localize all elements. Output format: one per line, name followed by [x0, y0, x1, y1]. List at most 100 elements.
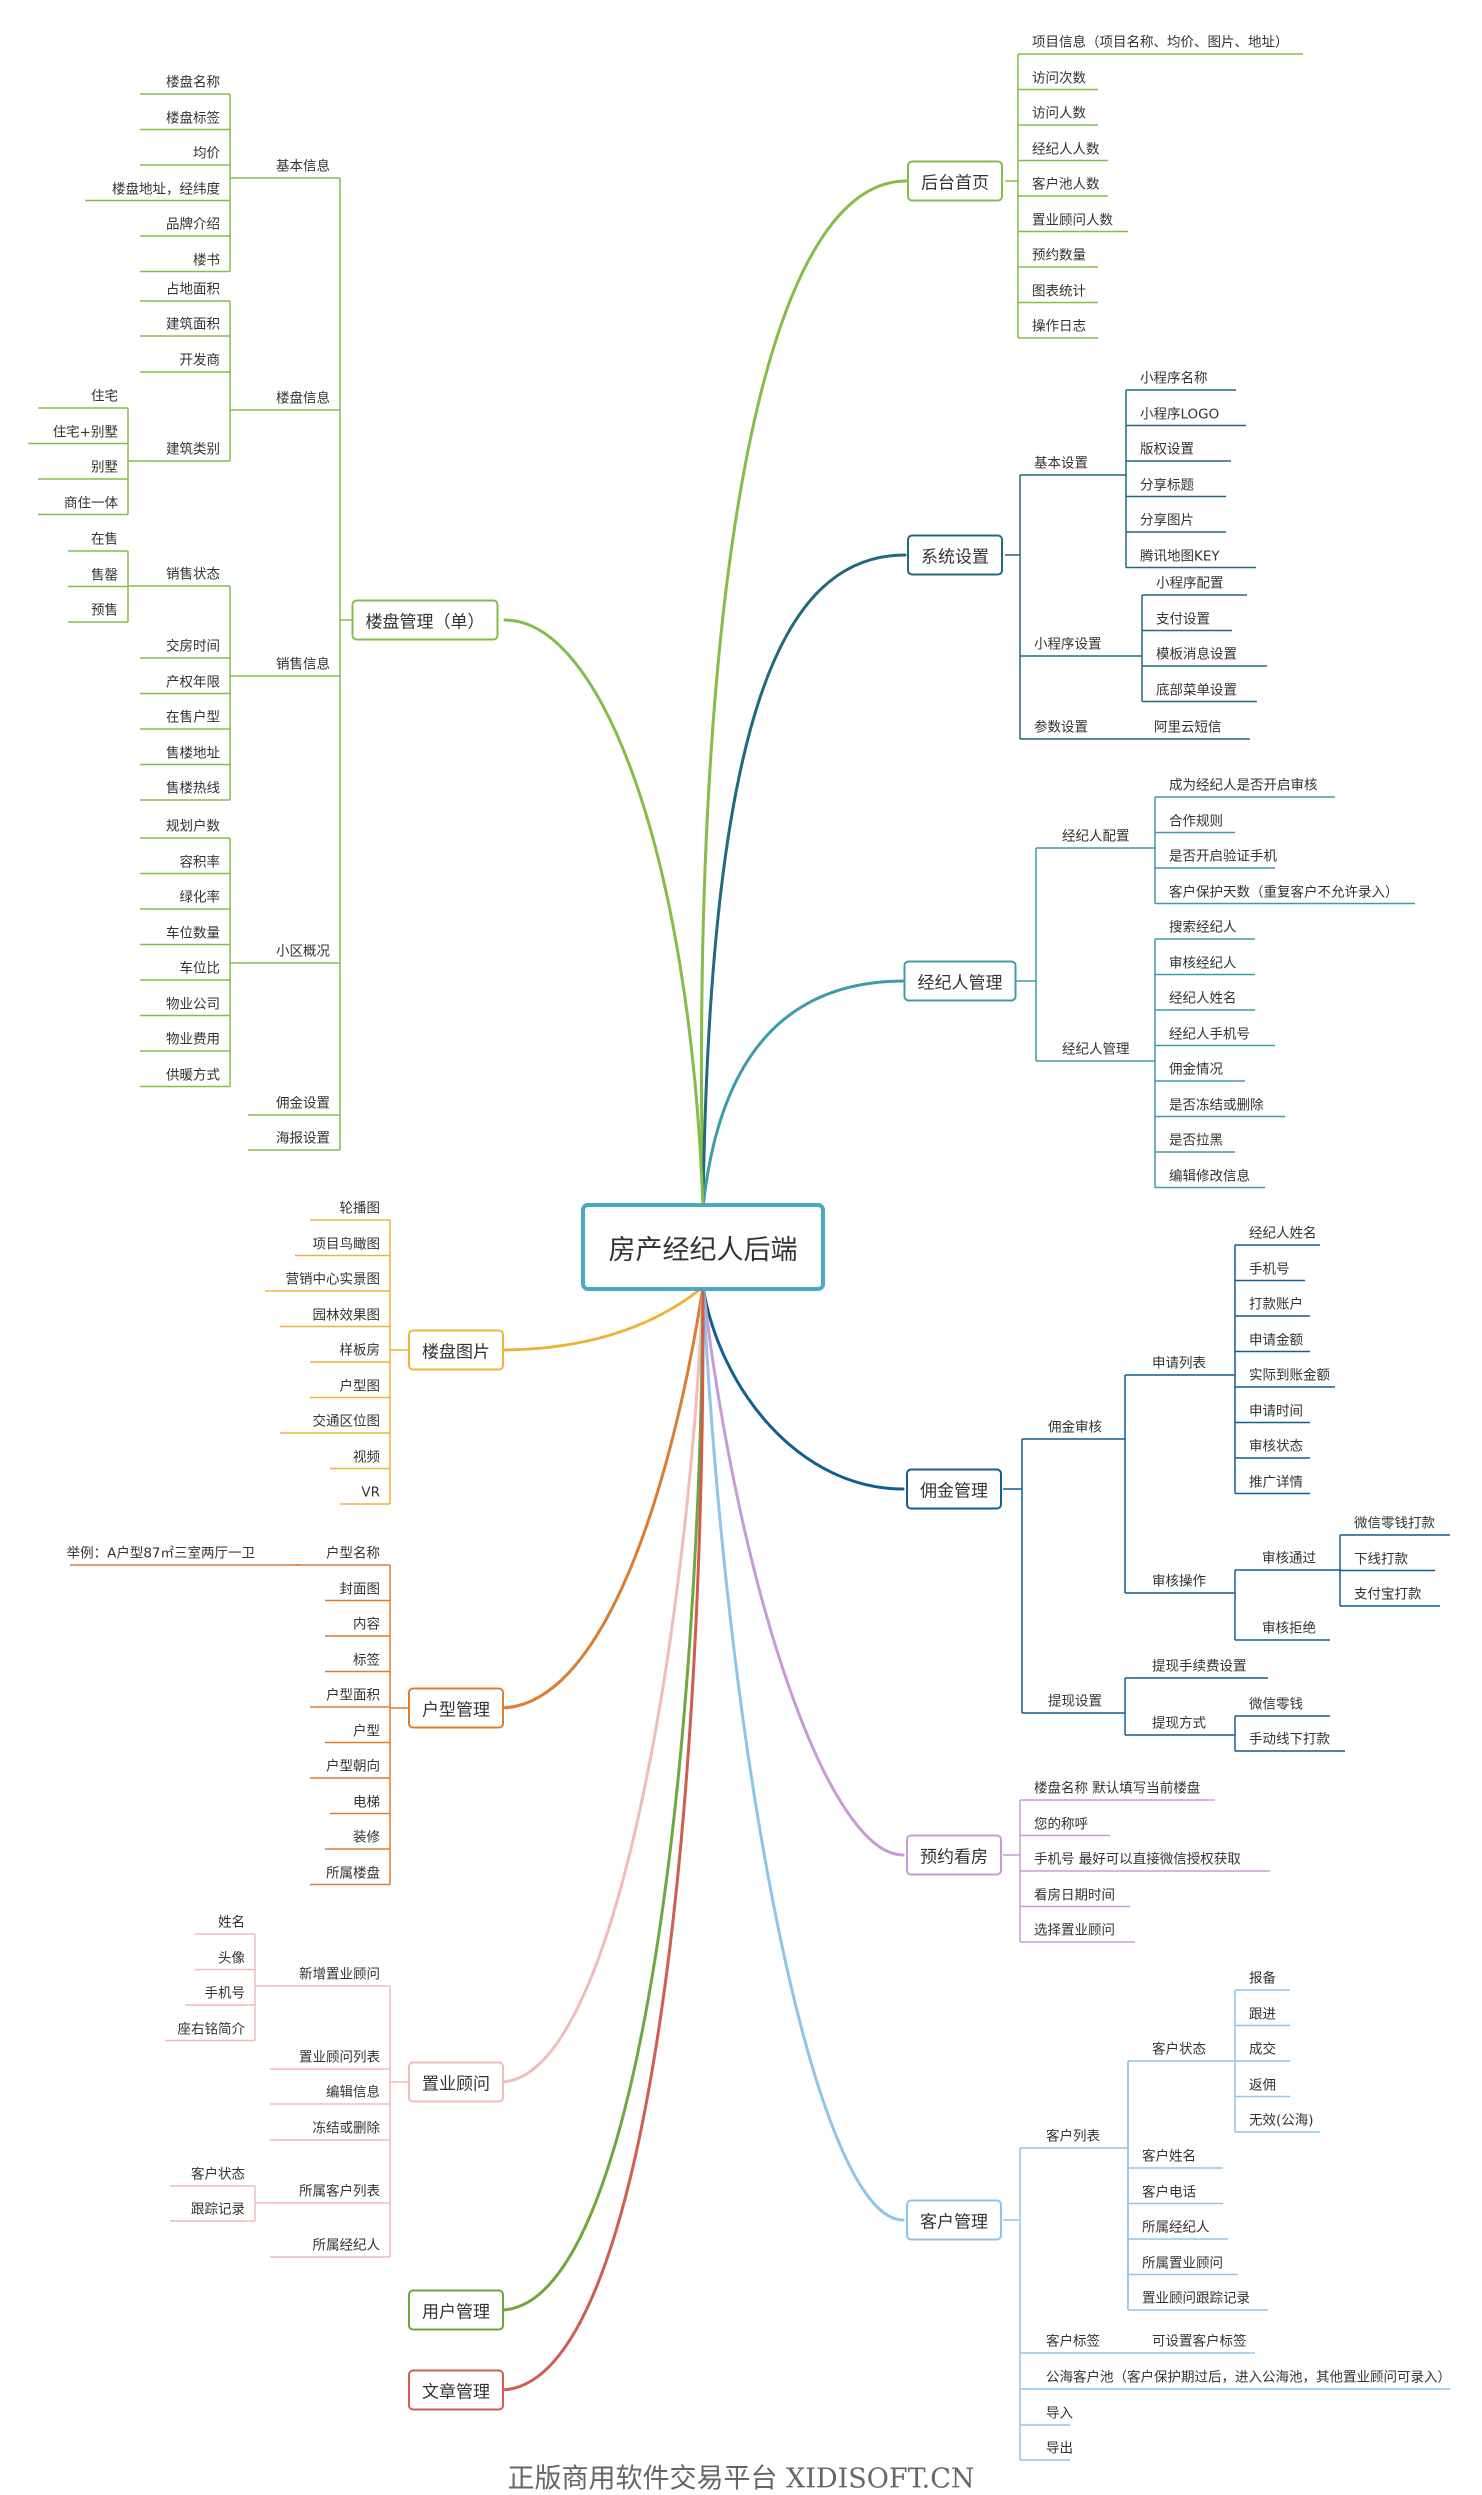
property-item[interactable]: 供暖方式 — [166, 1067, 220, 1083]
commission-item[interactable]: 手机号 — [1249, 1261, 1290, 1277]
consultant-item[interactable]: 头像 — [218, 1950, 245, 1966]
unit-type-item[interactable]: 内容 — [353, 1616, 380, 1633]
property-item[interactable]: 产权年限 — [166, 674, 220, 690]
commission-item[interactable]: 审核拒绝 — [1262, 1620, 1316, 1637]
property-item[interactable]: 楼书 — [193, 252, 220, 268]
customer-group[interactable]: 公海客户池（客户保护期过后，进入公海池，其他置业顾问可录入） — [1046, 2369, 1451, 2386]
commission-item[interactable]: 微信零钱 — [1249, 1696, 1303, 1713]
settings-item[interactable]: 分享图片 — [1140, 512, 1194, 529]
commission-subgroup[interactable]: 审核通过 — [1262, 1550, 1316, 1567]
customer-group[interactable]: 客户标签 — [1046, 2333, 1100, 2350]
booking-item[interactable]: 手机号 最好可以直接微信授权获取 — [1034, 1851, 1241, 1868]
branch-yuyue[interactable]: 预约看房 — [906, 1834, 1002, 1876]
settings-item[interactable]: 小程序配置 — [1156, 575, 1224, 592]
broker-item[interactable]: 搜索经纪人 — [1169, 919, 1237, 936]
consultant-group[interactable]: 所属经纪人 — [312, 2237, 381, 2254]
consultant-group[interactable]: 新增置业顾问 — [299, 1966, 380, 1983]
dashboard-item[interactable]: 经纪人人数 — [1032, 141, 1100, 157]
property-item[interactable]: 开发商 — [179, 352, 221, 369]
broker-item[interactable]: 合作规则 — [1169, 813, 1223, 829]
branch-yongjin[interactable]: 佣金管理 — [906, 1468, 1002, 1510]
broker-item[interactable]: 经纪人手机号 — [1169, 1026, 1250, 1042]
unit-type-item[interactable]: 封面图 — [339, 1581, 381, 1597]
commission-item[interactable]: 经纪人姓名 — [1249, 1225, 1317, 1242]
consultant-item[interactable]: 手机号 — [204, 1985, 246, 2002]
commission-subgroup[interactable]: 提现方式 — [1152, 1715, 1206, 1732]
dashboard-item[interactable]: 访问次数 — [1032, 70, 1086, 86]
commission-item[interactable]: 申请金额 — [1249, 1332, 1303, 1348]
property-group[interactable]: 小区概况 — [276, 943, 330, 960]
dashboard-item[interactable]: 项目信息（项目名称、均价、图片、地址） — [1032, 34, 1289, 51]
property-item[interactable]: 车位比 — [179, 960, 221, 977]
branch-guwen[interactable]: 置业顾问 — [408, 2061, 504, 2103]
branch-kehu[interactable]: 客户管理 — [906, 2199, 1002, 2241]
commission-group[interactable]: 提现设置 — [1048, 1693, 1102, 1710]
commission-subgroup[interactable]: 审核操作 — [1152, 1573, 1206, 1590]
property-item[interactable]: 品牌介绍 — [166, 216, 220, 233]
booking-item[interactable]: 看房日期时间 — [1034, 1887, 1115, 1903]
settings-item[interactable]: 阿里云短信 — [1154, 719, 1222, 736]
property-item[interactable]: 绿化率 — [179, 889, 221, 906]
broker-item[interactable]: 客户保护天数（重复客户不允许录入） — [1169, 884, 1399, 900]
customer-status[interactable]: 无效(公海) — [1249, 2112, 1314, 2129]
customer-status[interactable]: 跟进 — [1249, 2006, 1276, 2022]
property-item[interactable]: 售罄 — [91, 567, 118, 583]
property-item[interactable]: 售楼热线 — [166, 780, 220, 797]
image-item[interactable]: 交通区位图 — [312, 1413, 381, 1430]
settings-group[interactable]: 基本设置 — [1034, 455, 1088, 472]
dashboard-item[interactable]: 图表统计 — [1032, 283, 1086, 299]
image-item[interactable]: 园林效果图 — [312, 1307, 381, 1323]
unit-type-item[interactable]: 户型名称 — [326, 1545, 380, 1562]
unit-type-item[interactable]: 户型 — [353, 1723, 380, 1739]
booking-item[interactable]: 选择置业顾问 — [1034, 1922, 1115, 1939]
dashboard-item[interactable]: 访问人数 — [1032, 105, 1086, 122]
settings-item[interactable]: 支付设置 — [1156, 611, 1210, 627]
dashboard-item[interactable]: 置业顾问人数 — [1032, 212, 1113, 228]
unit-type-item[interactable]: 标签 — [353, 1652, 380, 1668]
image-item[interactable]: 营销中心实景图 — [285, 1271, 381, 1288]
branch-yonghu[interactable]: 用户管理 — [408, 2289, 504, 2331]
booking-item[interactable]: 楼盘名称 默认填写当前楼盘 — [1034, 1780, 1201, 1797]
unit-type-item[interactable]: 电梯 — [353, 1794, 380, 1810]
broker-item[interactable]: 是否冻结或删除 — [1169, 1097, 1264, 1113]
property-item[interactable]: 住宅 — [91, 388, 118, 405]
branch-xitong[interactable]: 系统设置 — [907, 534, 1003, 576]
broker-item[interactable]: 是否开启验证手机 — [1169, 848, 1277, 865]
consultant-item[interactable]: 座右铭简介 — [177, 2021, 246, 2037]
customer-group[interactable]: 导入 — [1046, 2405, 1073, 2422]
broker-item[interactable]: 编辑修改信息 — [1169, 1168, 1250, 1184]
commission-item[interactable]: 推广详情 — [1249, 1474, 1303, 1490]
property-item[interactable]: 在售户型 — [166, 709, 220, 726]
customer-field[interactable]: 置业顾问跟踪记录 — [1142, 2290, 1250, 2307]
property-item[interactable]: 容积率 — [179, 854, 221, 870]
settings-item[interactable]: 分享标题 — [1140, 477, 1194, 493]
broker-item[interactable]: 审核经纪人 — [1169, 955, 1237, 971]
unit-type-item[interactable]: 所属楼盘 — [326, 1865, 380, 1881]
property-item[interactable]: 建筑面积 — [166, 316, 220, 333]
broker-group[interactable]: 经纪人配置 — [1062, 828, 1130, 845]
branch-huxing[interactable]: 户型管理 — [408, 1687, 504, 1729]
unit-type-item[interactable]: 装修 — [353, 1829, 380, 1846]
commission-item[interactable]: 支付宝打款 — [1354, 1586, 1422, 1603]
consultant-group[interactable]: 冻结或删除 — [312, 2120, 381, 2137]
branch-wenzhang[interactable]: 文章管理 — [408, 2369, 504, 2411]
consultant-item[interactable]: 客户状态 — [191, 2166, 245, 2183]
central-topic[interactable]: 房产经纪人后端 — [581, 1203, 825, 1291]
commission-item[interactable]: 微信零钱打款 — [1354, 1515, 1435, 1532]
branch-jingjiren[interactable]: 经纪人管理 — [903, 960, 1017, 1002]
settings-group[interactable]: 参数设置 — [1034, 719, 1088, 736]
commission-group[interactable]: 佣金审核 — [1048, 1419, 1102, 1436]
settings-item[interactable]: 模板消息设置 — [1156, 646, 1237, 663]
dashboard-item[interactable]: 客户池人数 — [1032, 176, 1100, 193]
unit-type-example[interactable]: 举例：A户型87㎡三室两厅一卫 — [66, 1545, 255, 1562]
broker-item[interactable]: 佣金情况 — [1169, 1061, 1223, 1078]
consultant-item[interactable]: 跟踪记录 — [191, 2201, 245, 2218]
property-item[interactable]: 海报设置 — [276, 1130, 330, 1147]
commission-item[interactable]: 打款账户 — [1249, 1296, 1303, 1313]
branch-tupian[interactable]: 楼盘图片 — [408, 1329, 504, 1371]
consultant-group[interactable]: 置业顾问列表 — [299, 2049, 380, 2066]
dashboard-item[interactable]: 操作日志 — [1032, 318, 1086, 335]
customer-status[interactable]: 报备 — [1249, 1970, 1276, 1987]
booking-item[interactable]: 您的称呼 — [1034, 1816, 1088, 1832]
property-item[interactable]: 物业费用 — [166, 1031, 220, 1048]
